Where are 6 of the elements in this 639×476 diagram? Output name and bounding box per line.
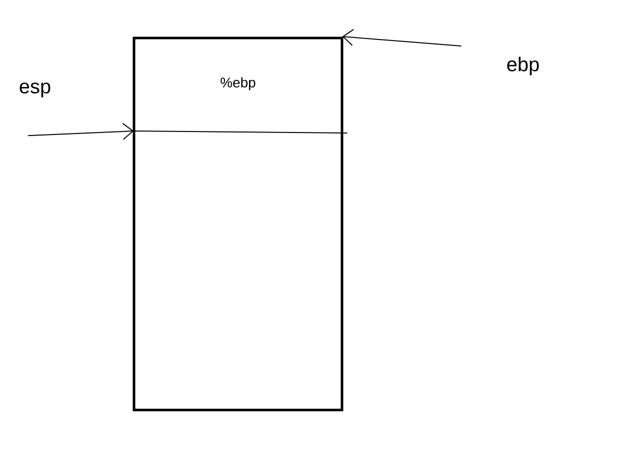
- register-label: ebp: [507, 56, 539, 76]
- stack-cell: %ebp: [133, 77, 348, 134]
- arrow: [28, 122, 134, 140]
- register-label: esp: [20, 82, 50, 98]
- stack-frame-box: [132, 36, 344, 412]
- arrow: [342, 28, 462, 46]
